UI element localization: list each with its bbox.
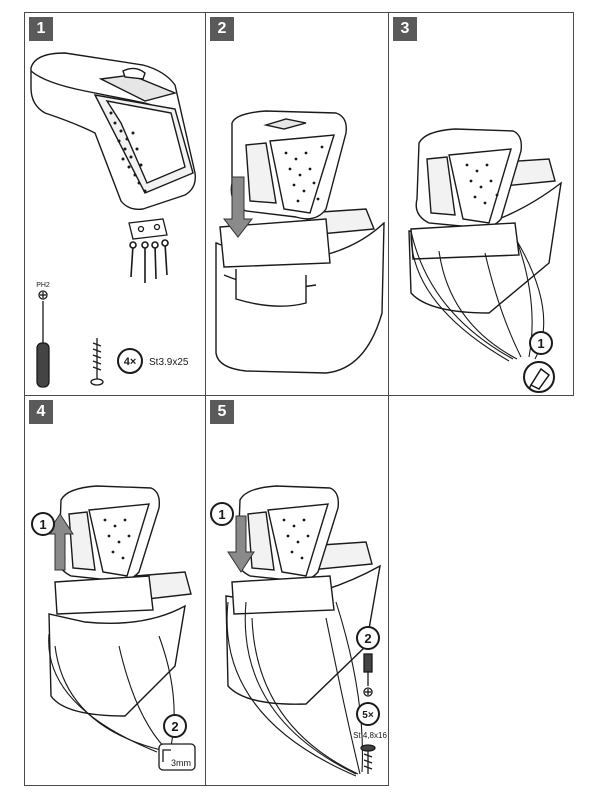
- screw-spec: St3.9x25: [149, 357, 189, 368]
- step-4-badge: 4: [29, 400, 53, 424]
- step-1-badge: 1: [29, 17, 53, 41]
- tool-label: PH2: [36, 282, 50, 289]
- screws-set: [129, 239, 169, 283]
- step-callout-push: [210, 502, 234, 526]
- step-3-illustration: 1: [408, 128, 562, 393]
- gap-gauge-icon: [162, 749, 171, 762]
- screwdriver-tip-icon: [363, 653, 373, 697]
- instruction-sheet: 1: [24, 12, 574, 786]
- callout-screw-number: 2: [364, 631, 371, 646]
- step-2-illustration: [215, 110, 385, 374]
- screw-icon: [90, 338, 104, 386]
- step-4-illustration: 1 2 3mm: [31, 485, 196, 771]
- armrest-lifted: [54, 485, 161, 615]
- screw-icon: [360, 744, 376, 774]
- screw-quantity: 4×: [124, 356, 137, 368]
- step-5-panel: 5 1: [205, 395, 389, 786]
- callout-lift-number: 1: [39, 517, 46, 532]
- step-5-illustration: 1 2 5× St 4,8x16: [210, 485, 387, 777]
- armrest-assembled: [410, 128, 523, 260]
- armrest-lid-illustration: [30, 52, 196, 211]
- perforation-dots: [109, 111, 147, 193]
- quantity-circle: [117, 348, 143, 374]
- step-callout-screw: [356, 626, 380, 650]
- callout-push-number: 1: [218, 507, 225, 522]
- armrest-assembled: [219, 110, 347, 268]
- quantity-circle: [356, 702, 380, 726]
- step-callout-lift: [31, 512, 55, 536]
- step-callout-gap: [163, 714, 187, 738]
- mounting-bracket: [128, 218, 168, 240]
- step-3-badge: 3: [393, 17, 417, 41]
- perforation-dots: [465, 163, 499, 205]
- perforation-dots: [282, 518, 310, 560]
- perforation-dots: [284, 145, 324, 203]
- screw-spec: St 4,8x16: [353, 731, 387, 740]
- screwdriver-icon: [36, 290, 50, 388]
- step-2-badge: 2: [210, 17, 234, 41]
- gap-value: 3mm: [171, 758, 191, 768]
- step-callout: [529, 331, 553, 355]
- step-3-panel: 3: [388, 12, 574, 396]
- step-1-panel: 1: [24, 12, 206, 396]
- perforation-dots: [103, 518, 131, 560]
- step-5-badge: 5: [210, 400, 234, 424]
- marking-lines: [226, 601, 363, 777]
- down-arrow-icon: [222, 176, 254, 238]
- marker-pen-icon: [528, 367, 551, 390]
- screw-quantity: 5×: [362, 710, 374, 721]
- callout-gap-number: 2: [171, 719, 178, 734]
- step-4-panel: 4 1: [24, 395, 206, 786]
- armrest-assembled: [231, 485, 340, 615]
- step-2-panel: 2: [205, 12, 389, 396]
- callout-number: 1: [537, 336, 544, 351]
- down-arrow-icon: [227, 515, 255, 573]
- step-1-illustration: PH2 4× St3.9x25: [30, 52, 196, 388]
